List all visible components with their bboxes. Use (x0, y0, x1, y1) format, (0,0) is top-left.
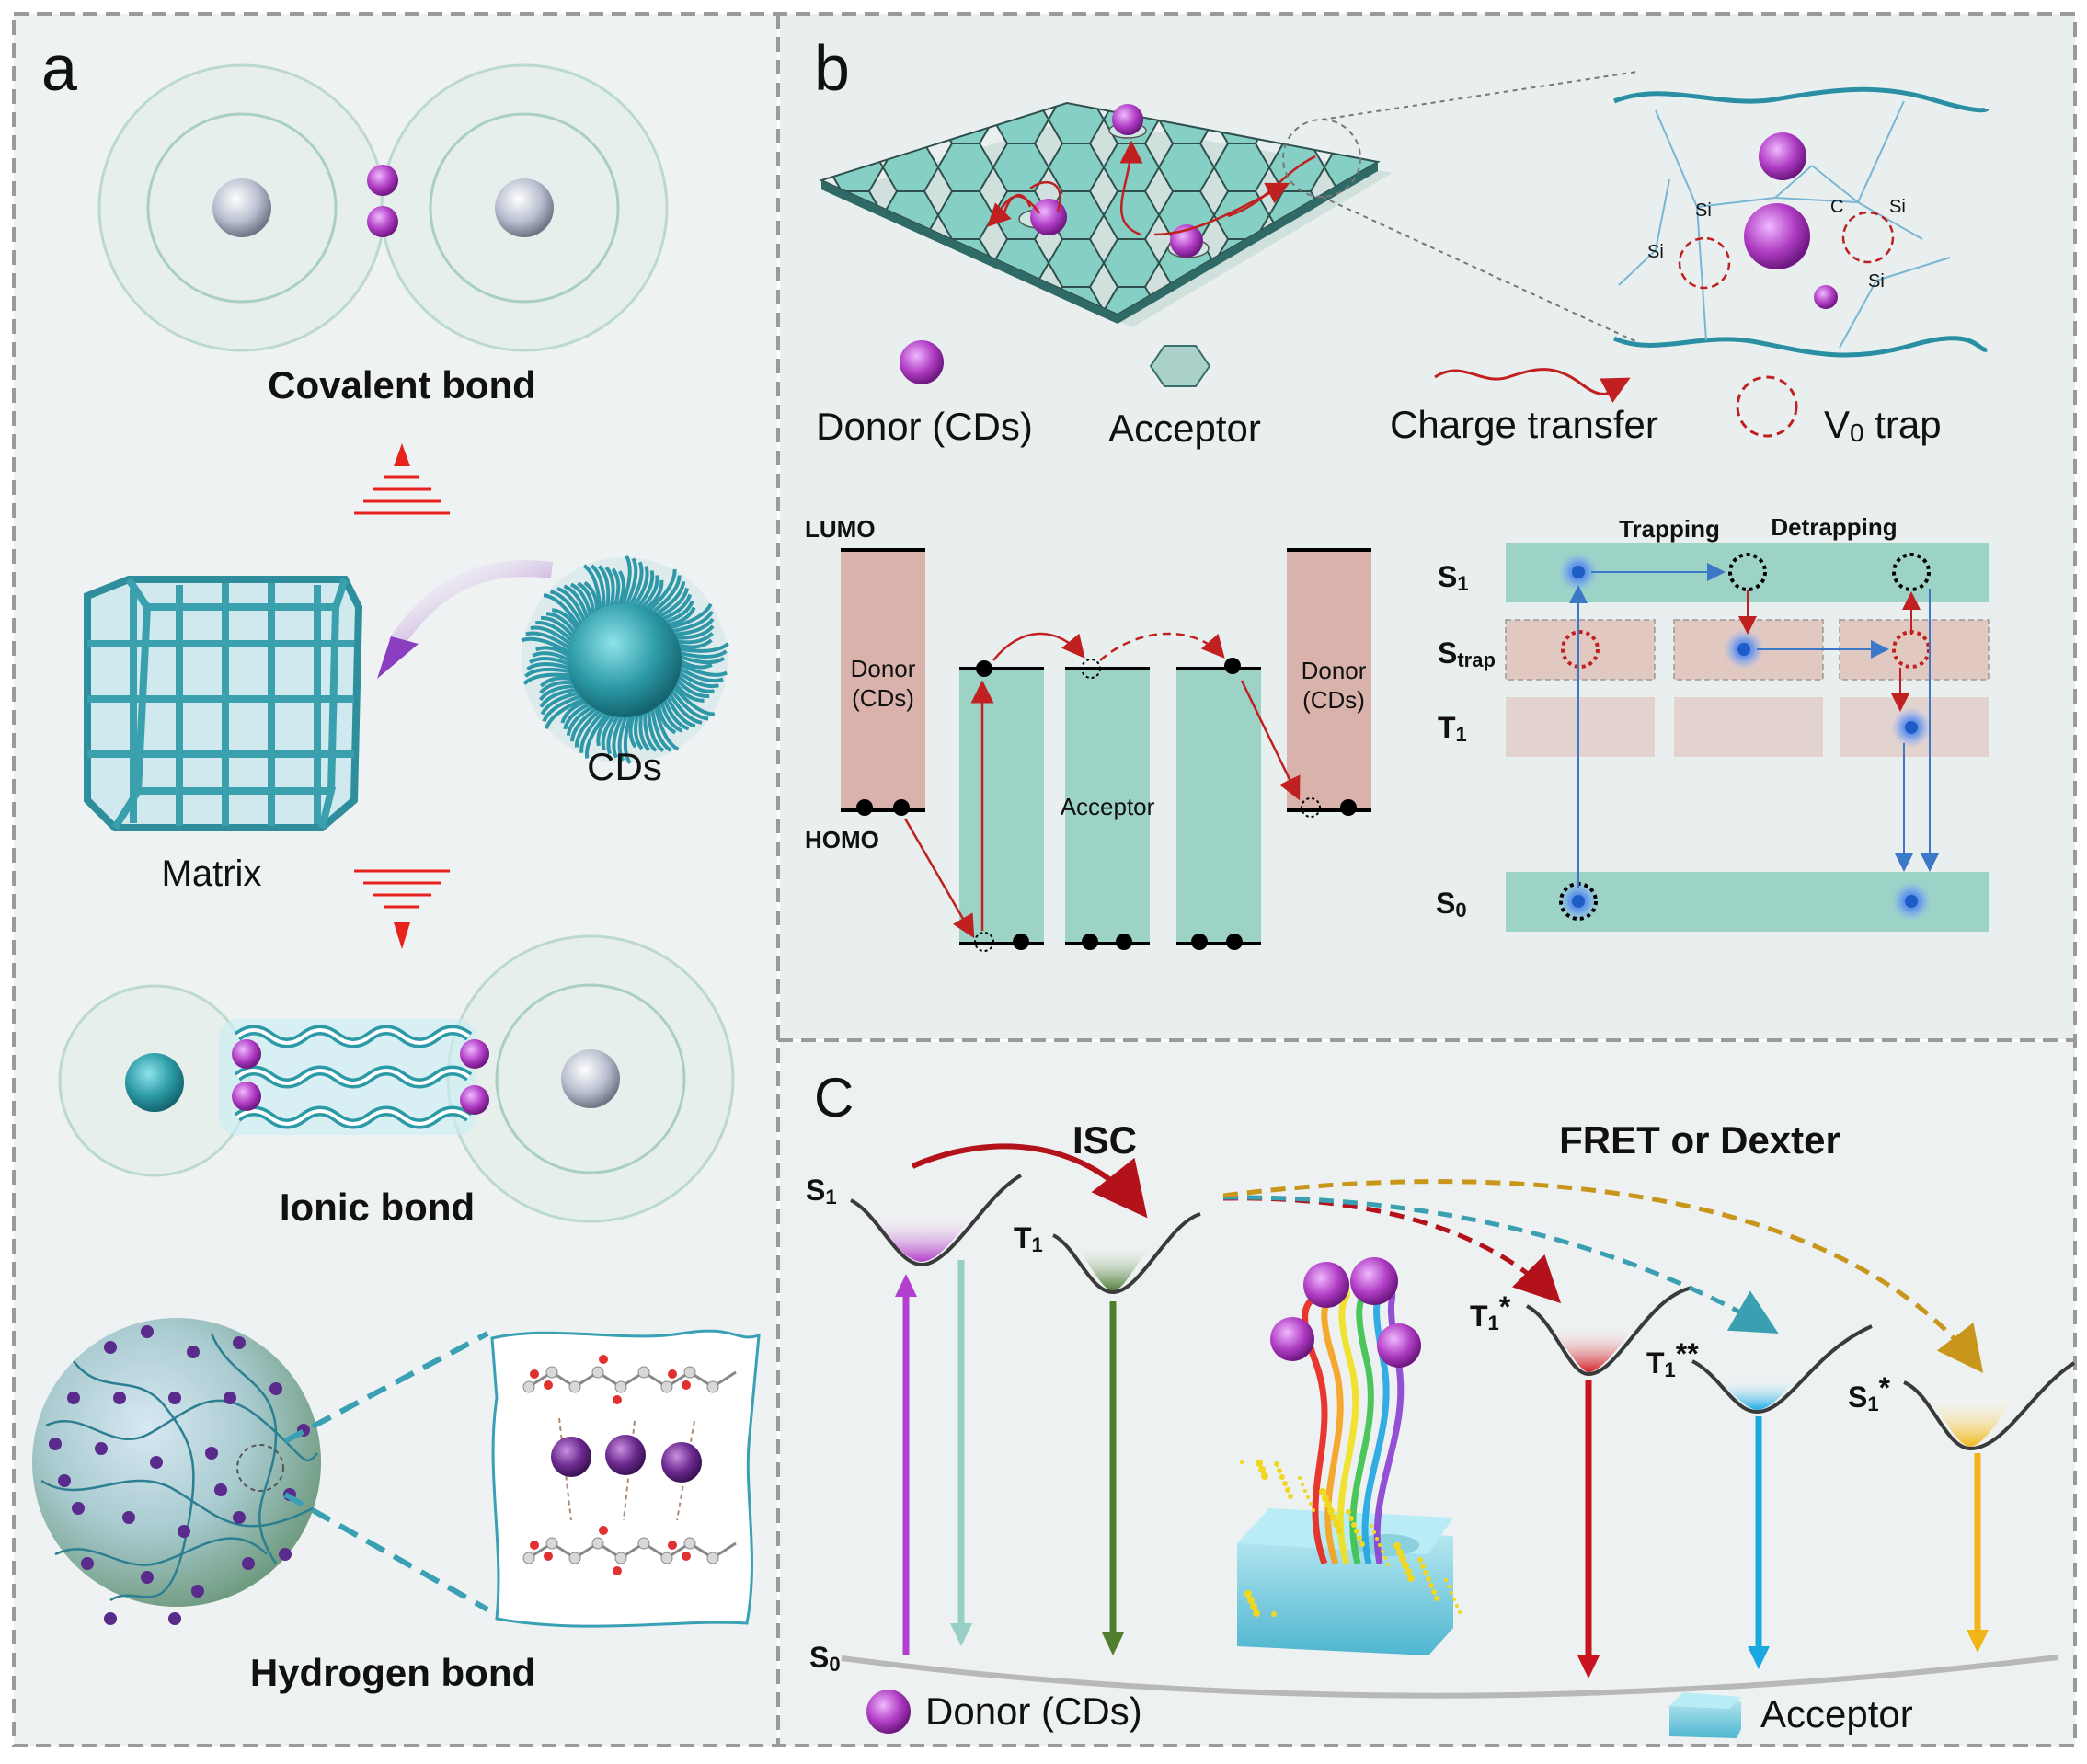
hexagonal-acceptor-sheet (819, 101, 1393, 327)
anion (561, 1049, 620, 1108)
s0-label: S0 (809, 1641, 841, 1676)
t1-level-label: T1 (1438, 711, 1467, 746)
t1-star-label: T1* (1470, 1290, 1511, 1334)
donor-legend-icon-c (866, 1690, 911, 1734)
ionic-bond-label: Ionic bond (280, 1186, 475, 1229)
donor-legend-label-c: Donor (CDs) (925, 1690, 1142, 1733)
trapping-diagram (1505, 543, 1990, 932)
hydrogen-bond-label: Hydrogen bond (250, 1651, 535, 1694)
acceptor-legend-icon (1149, 345, 1211, 387)
s0-ground-curve (841, 1655, 2059, 1699)
t1-label: T1 (1014, 1221, 1043, 1256)
detrapping-label: Detrapping (1771, 513, 1897, 541)
c-label: C (1830, 197, 1843, 217)
cation (125, 1053, 184, 1112)
charge-transfer-legend-icon (1434, 368, 1631, 403)
cds-label: CDs (587, 745, 662, 788)
shared-electron (367, 206, 398, 237)
emission-scene-icon (1237, 1257, 1462, 1655)
donor-bar-label: (CDs) (852, 684, 914, 712)
fret-dexter-arrows (1222, 1179, 1984, 1373)
energy-down-arrow-icon (354, 869, 450, 949)
si-label: Si (1868, 271, 1885, 292)
trapping-label: Trapping (1619, 515, 1720, 543)
strap-level-label: Strap (1438, 636, 1496, 671)
donor-bar-label: Donor (851, 655, 916, 682)
s1-star-label: S1* (1848, 1371, 1891, 1415)
lumo-label: LUMO (805, 515, 876, 543)
nucleus-left (212, 178, 271, 237)
t1-double-star-label: T1** (1646, 1337, 1699, 1381)
acceptor-legend-label: Acceptor (1108, 407, 1261, 450)
s0-level-label: S0 (1436, 887, 1467, 922)
energy-level-diagram (841, 548, 1371, 952)
transition-arrows (895, 1260, 1989, 1678)
covalent-bond-label: Covalent bond (268, 363, 536, 407)
donor-legend-icon (900, 340, 944, 384)
matrix-cage-icon (84, 576, 363, 831)
charge-transfer-legend-label: Charge transfer (1390, 403, 1658, 446)
donor-bar-label: Donor (1302, 657, 1367, 684)
si-label: Si (1889, 197, 1906, 217)
panel-c-letter: C (814, 1067, 854, 1128)
homo-label: HOMO (805, 826, 879, 853)
shared-electron (367, 165, 398, 196)
acceptor-legend-icon-c (1669, 1692, 1741, 1738)
v0-trap-legend-label: V0 trap (1824, 403, 1942, 447)
fret-dexter-label: FRET or Dexter (1559, 1118, 1840, 1162)
hydrogen-bond-zoom-inset (490, 1329, 761, 1628)
hydrogen-bond-illustration (32, 1318, 321, 1625)
silica-network-inset (1612, 86, 1990, 358)
v0-trap-legend-icon (1736, 375, 1798, 438)
energy-wells (850, 1174, 2076, 1451)
energy-up-arrow-icon (354, 443, 450, 515)
matrix-label: Matrix (162, 853, 262, 894)
isc-label: ISC (1072, 1118, 1137, 1162)
si-label: Si (1695, 200, 1712, 221)
donor-legend-label: Donor (CDs) (816, 405, 1033, 448)
nucleus-right (495, 178, 554, 237)
ionic-bond-illustration (58, 934, 735, 1223)
panel-b-letter: b (814, 32, 850, 104)
panel-a-letter: a (41, 32, 77, 104)
acceptor-legend-label-c: Acceptor (1760, 1692, 1913, 1735)
covalent-bond-illustration (97, 63, 669, 352)
acceptor-bar-label: Acceptor (1061, 793, 1155, 820)
cds-to-matrix-arrow-icon (388, 560, 554, 648)
s1-level-label: S1 (1438, 560, 1469, 595)
cds-particle-icon (521, 554, 729, 764)
si-label: Si (1647, 242, 1664, 262)
donor-bar-label: (CDs) (1302, 686, 1365, 714)
outer-border (12, 12, 2077, 1747)
isc-arrow (911, 1143, 1148, 1219)
s1-label: S1 (806, 1174, 837, 1208)
